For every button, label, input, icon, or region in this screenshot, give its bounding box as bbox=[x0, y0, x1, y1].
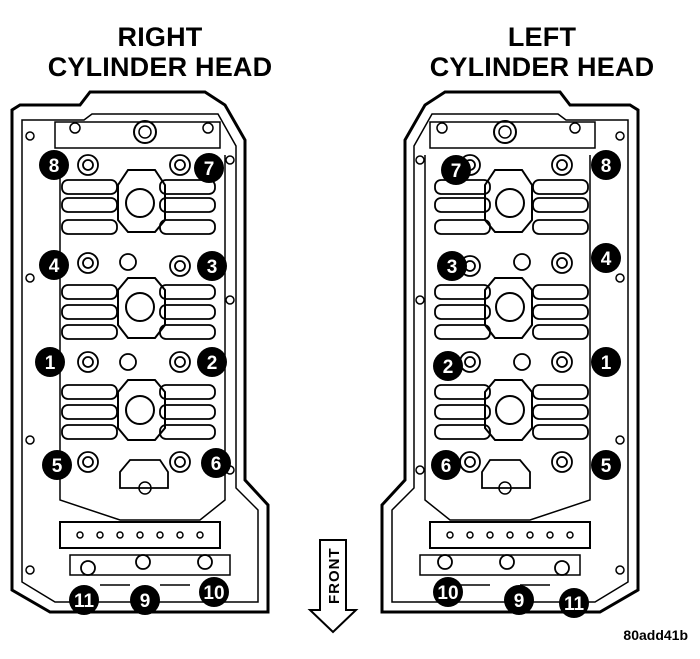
right-head-marker-9 bbox=[130, 585, 160, 615]
left-head-marker-label-1: 1 bbox=[601, 353, 612, 374]
right-cylinder-head-title: RIGHT CYLINDER HEAD bbox=[10, 22, 310, 82]
left-head-marker-label-2: 2 bbox=[443, 357, 454, 378]
right-head-bolt-sequence: 8 7 4 3 1 2 5 6 11 9 10 bbox=[35, 150, 231, 615]
right-head-marker-label-4: 4 bbox=[49, 256, 60, 277]
left-head-marker-8 bbox=[591, 150, 621, 180]
right-title-line2: CYLINDER HEAD bbox=[47, 52, 273, 82]
right-head-marker-label-2: 2 bbox=[207, 353, 218, 374]
right-head-marker-1 bbox=[35, 347, 65, 377]
right-head-marker-label-7: 7 bbox=[204, 159, 215, 180]
left-head-marker-label-6: 6 bbox=[441, 456, 452, 477]
left-head-marker-label-9: 9 bbox=[514, 591, 525, 612]
left-head-marker-4 bbox=[591, 243, 621, 273]
left-head-marker-5 bbox=[591, 450, 621, 480]
left-head-marker-10 bbox=[433, 577, 463, 607]
right-title-line1: RIGHT bbox=[117, 22, 203, 52]
right-head-marker-4 bbox=[39, 250, 69, 280]
right-head-marker-6 bbox=[201, 448, 231, 478]
right-head-marker-label-11: 11 bbox=[74, 591, 95, 612]
right-head-marker-label-1: 1 bbox=[45, 353, 56, 374]
left-head-marker-7 bbox=[441, 155, 471, 185]
right-head-marker-label-3: 3 bbox=[207, 257, 218, 278]
left-head-marker-3 bbox=[437, 251, 467, 281]
left-head-bolt-sequence: 7 8 3 4 2 1 6 5 10 9 11 bbox=[431, 150, 621, 618]
right-head-marker-10 bbox=[199, 577, 229, 607]
right-head-marker-11 bbox=[69, 585, 99, 615]
left-title-line2: CYLINDER HEAD bbox=[429, 52, 655, 82]
left-head-marker-1 bbox=[591, 347, 621, 377]
front-arrow: FRONT bbox=[307, 539, 359, 634]
left-cylinder-head-title: LEFT CYLINDER HEAD bbox=[392, 22, 692, 82]
front-arrow-shape bbox=[307, 539, 359, 634]
right-head-marker-2 bbox=[197, 347, 227, 377]
left-head-marker-11 bbox=[559, 588, 589, 618]
right-head-marker-label-10: 10 bbox=[203, 583, 224, 604]
left-head-marker-label-5: 5 bbox=[601, 456, 612, 477]
right-head-marker-3 bbox=[197, 251, 227, 281]
left-head-marker-label-7: 7 bbox=[451, 161, 462, 182]
right-head-marker-5 bbox=[42, 450, 72, 480]
right-head-marker-label-8: 8 bbox=[49, 156, 60, 177]
right-head-marker-7 bbox=[194, 153, 224, 183]
left-head-marker-label-3: 3 bbox=[447, 257, 458, 278]
left-head-marker-label-8: 8 bbox=[601, 156, 612, 177]
right-head-marker-label-5: 5 bbox=[52, 456, 63, 477]
left-head-marker-label-10: 10 bbox=[437, 583, 458, 604]
right-head-marker-8 bbox=[39, 150, 69, 180]
right-head-marker-label-6: 6 bbox=[211, 454, 222, 475]
left-head-marker-label-11: 11 bbox=[564, 594, 585, 615]
left-title-line1: LEFT bbox=[507, 22, 577, 52]
figure-code: 80add41b bbox=[623, 627, 688, 643]
front-label: FRONT bbox=[326, 547, 343, 604]
left-head-marker-9 bbox=[504, 585, 534, 615]
right-head-marker-label-9: 9 bbox=[140, 591, 151, 612]
left-head-marker-2 bbox=[433, 351, 463, 381]
left-head-marker-label-4: 4 bbox=[601, 249, 612, 270]
left-head-marker-6 bbox=[431, 450, 461, 480]
